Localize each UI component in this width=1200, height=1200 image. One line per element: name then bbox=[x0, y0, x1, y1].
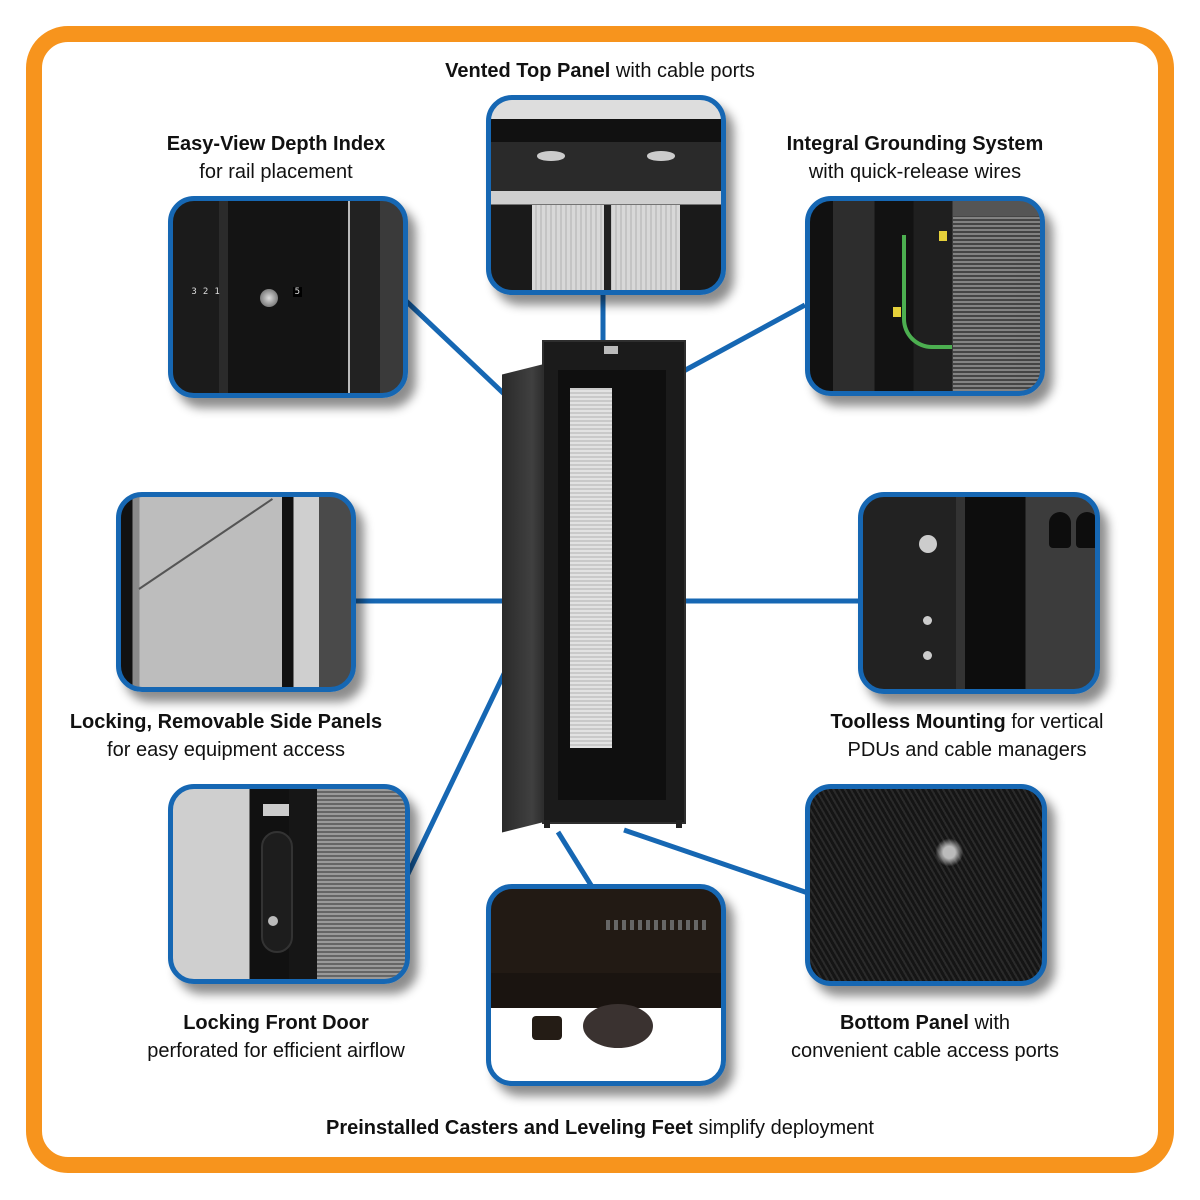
rack-base bbox=[491, 973, 721, 1009]
server-rack-illustration bbox=[502, 340, 686, 833]
label-subtitle: convenient cable access ports bbox=[791, 1040, 1059, 1062]
rack-foot bbox=[676, 820, 682, 828]
label-subtitle: for easy equipment access bbox=[107, 739, 345, 761]
label-vented-top: Vented Top Panel with cable ports bbox=[300, 57, 900, 85]
label-subtitle: for rail placement bbox=[199, 161, 353, 183]
caster-wheel-icon bbox=[583, 1004, 653, 1049]
vent-slots bbox=[606, 919, 708, 930]
cable-port bbox=[537, 151, 565, 161]
depth-mark: 2 bbox=[202, 287, 209, 298]
door-perforation bbox=[952, 216, 1040, 391]
label-bold: Locking, Removable Side Panels bbox=[69, 711, 383, 733]
mounting-pin bbox=[923, 650, 933, 660]
leveling-foot-icon bbox=[532, 1015, 563, 1040]
line-casters bbox=[555, 830, 597, 892]
label-subtitle: with quick-release wires bbox=[808, 161, 1022, 183]
center-bar bbox=[603, 204, 611, 290]
label-grounding: Integral Grounding System with quick-rel… bbox=[745, 130, 1085, 186]
ground-wire-icon bbox=[902, 235, 952, 350]
orange-frame bbox=[26, 26, 1174, 1173]
photo-depth-index: 3 2 1 5 bbox=[168, 196, 408, 398]
door-handle-icon bbox=[261, 830, 293, 953]
brand-badge bbox=[604, 346, 618, 354]
line-bottom-panel bbox=[623, 827, 809, 896]
photo-front-door bbox=[168, 784, 410, 984]
label-rest: simplify deployment bbox=[692, 1117, 874, 1139]
keyhole-slot bbox=[1076, 512, 1095, 549]
photo-bottom-panel bbox=[805, 784, 1047, 986]
mounting-pin bbox=[923, 616, 933, 626]
photo-toolless-mounting bbox=[858, 492, 1100, 694]
label-side-panels: Locking, Removable Side Panels for easy … bbox=[26, 708, 426, 764]
label-depth-index: Easy-View Depth Index for rail placement bbox=[126, 130, 426, 186]
label-rest: with bbox=[968, 1012, 1011, 1034]
mounting-button bbox=[918, 535, 937, 554]
label-front-door: Locking Front Door perforated for effici… bbox=[96, 1009, 456, 1065]
depth-mark: 3 bbox=[191, 287, 197, 298]
label-bold: Preinstalled Casters and Leveling Feet bbox=[326, 1117, 693, 1139]
photo-casters-feet bbox=[486, 884, 726, 1086]
depth-mark: 1 bbox=[214, 287, 220, 298]
photo-side-panels bbox=[116, 492, 356, 692]
depth-mark: 5 bbox=[292, 287, 303, 298]
rack-foot bbox=[544, 820, 550, 828]
label-bold: Vented Top Panel bbox=[445, 60, 611, 82]
wire-lug bbox=[938, 231, 947, 242]
cable-port bbox=[647, 151, 675, 161]
brand-badge bbox=[263, 804, 289, 816]
photo-grounding-system bbox=[805, 196, 1045, 396]
lock-icon bbox=[268, 916, 279, 927]
label-rest: with cable ports bbox=[610, 60, 755, 82]
label-bold: Integral Grounding System bbox=[786, 133, 1044, 155]
keyhole-slot bbox=[1048, 512, 1071, 549]
label-rest: for vertical bbox=[1005, 711, 1104, 733]
label-bold: Easy-View Depth Index bbox=[166, 133, 386, 155]
label-bottom-panel: Bottom Panel with convenient cable acces… bbox=[745, 1009, 1105, 1065]
rail-knob bbox=[260, 289, 279, 308]
label-subtitle: perforated for efficient airflow bbox=[147, 1040, 405, 1062]
rack-perforated-panel bbox=[570, 388, 612, 748]
photo-vented-top-panel bbox=[486, 95, 726, 295]
line-grounding bbox=[678, 302, 807, 376]
label-toolless: Toolless Mounting for vertical PDUs and … bbox=[787, 708, 1147, 764]
label-bold: Bottom Panel bbox=[839, 1012, 969, 1034]
label-casters: Preinstalled Casters and Leveling Feet s… bbox=[200, 1114, 1000, 1142]
door-perforation bbox=[316, 789, 405, 979]
label-bold: Toolless Mounting bbox=[830, 711, 1006, 733]
panel-crease bbox=[138, 498, 274, 591]
label-bold: Locking Front Door bbox=[183, 1012, 369, 1034]
label-subtitle: PDUs and cable managers bbox=[847, 739, 1087, 761]
wire-lug bbox=[892, 307, 901, 318]
